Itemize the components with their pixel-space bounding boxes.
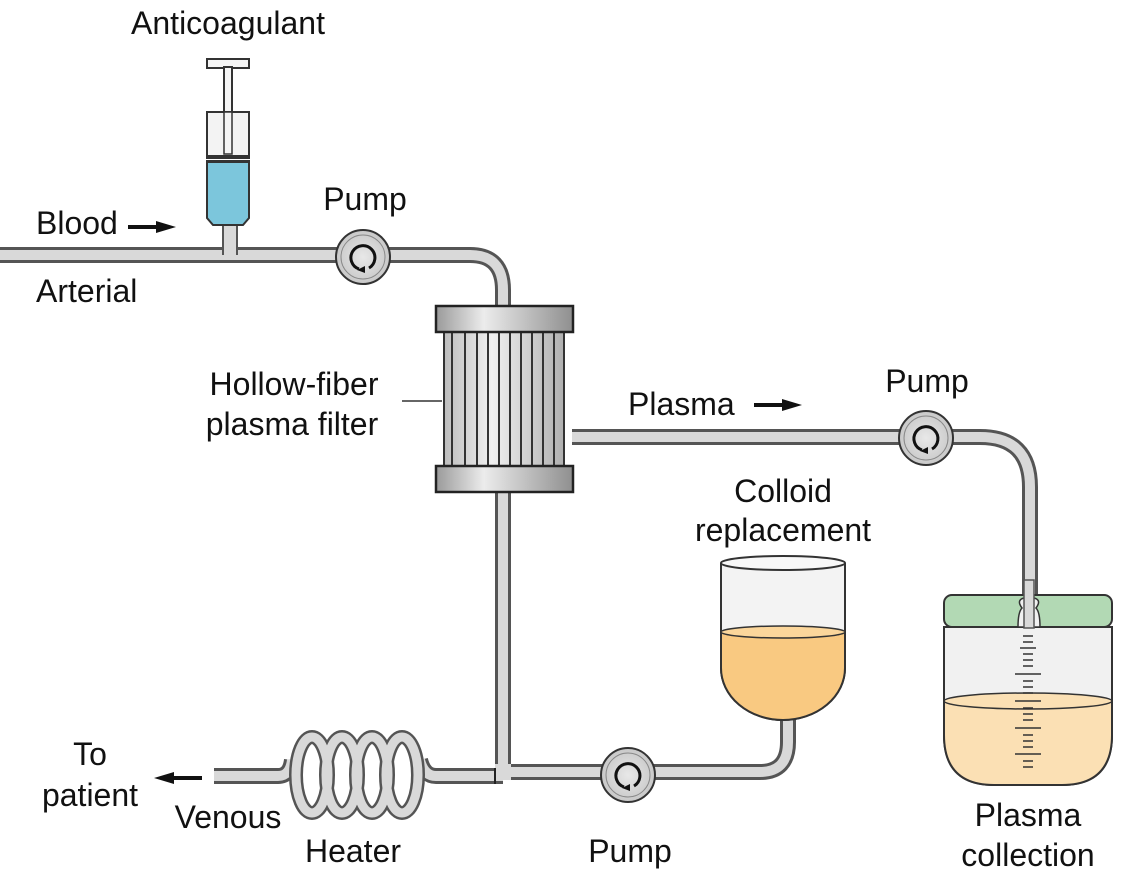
plasma-label: Plasma <box>628 386 735 422</box>
blood-arrow-icon <box>128 221 176 233</box>
pump-colloid-label: Pump <box>588 833 672 869</box>
collection-label-line1: Plasma <box>975 797 1082 833</box>
pump-arterial-label: Pump <box>323 181 407 217</box>
heater-coil-icon <box>289 730 425 820</box>
pump-plasma-label: Pump <box>885 363 969 399</box>
filter-label-line2: plasma filter <box>206 406 379 442</box>
plasma-arrow-icon <box>754 399 802 411</box>
heater-label: Heater <box>305 833 401 869</box>
colloid-label-line1: Colloid <box>734 473 832 509</box>
filter-icon <box>402 304 575 494</box>
to-patient-label-line1: To <box>73 736 107 772</box>
to-patient-label-line2: patient <box>42 777 138 813</box>
colloid-label-line2: replacement <box>695 512 871 548</box>
syringe-icon <box>206 58 250 226</box>
colloid-bag-icon <box>720 555 846 721</box>
collection-container-icon <box>943 579 1113 786</box>
blood-label: Blood <box>36 205 118 241</box>
filter-label-line1: Hollow-fiber <box>210 366 379 402</box>
pump-colloid-icon <box>600 747 656 803</box>
venous-label: Venous <box>175 799 282 835</box>
graduation-marks <box>1015 635 1041 768</box>
to-patient-arrow-icon <box>154 772 202 784</box>
arterial-label: Arterial <box>36 273 137 309</box>
collection-label-line2: collection <box>961 837 1094 873</box>
pump-plasma-icon <box>898 410 954 466</box>
anticoagulant-label: Anticoagulant <box>131 5 325 41</box>
pump-arterial-icon <box>335 229 391 285</box>
